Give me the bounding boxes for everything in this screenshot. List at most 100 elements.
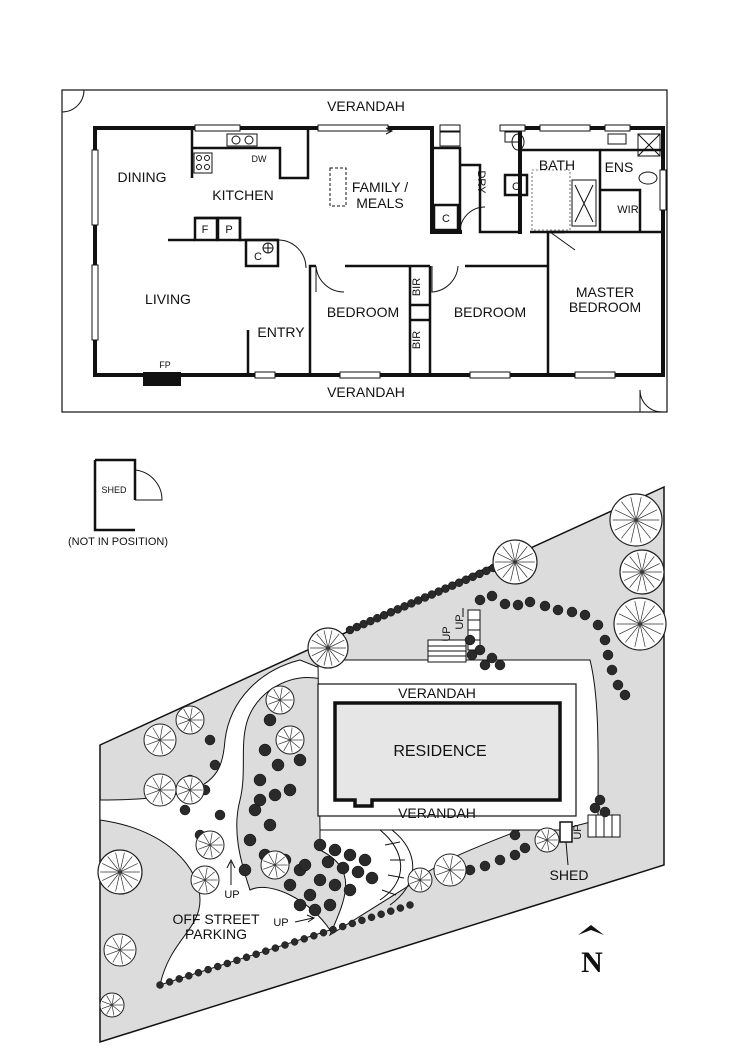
shrub-icon xyxy=(242,953,251,962)
trees xyxy=(97,493,667,1018)
window xyxy=(604,124,631,132)
tree-icon xyxy=(143,723,177,757)
shrub-icon xyxy=(406,901,414,909)
shrub-icon xyxy=(179,804,191,816)
window xyxy=(317,124,389,132)
shrub-icon xyxy=(258,743,272,757)
cupboard-box xyxy=(244,238,280,268)
shrub-icon xyxy=(252,950,260,958)
shrub-icon xyxy=(539,600,551,612)
site-up-label-1: UP xyxy=(441,626,453,641)
shed-inset: SHED (NOT IN POSITION) xyxy=(68,458,168,548)
window xyxy=(499,124,526,132)
ens-label: ENS xyxy=(605,159,634,175)
master-label-line1: MASTER xyxy=(576,284,634,300)
trough xyxy=(439,131,461,147)
shrub-icon xyxy=(185,972,193,980)
burner xyxy=(204,164,210,170)
tree-icon xyxy=(613,597,667,651)
tree-icon xyxy=(492,539,538,585)
burner xyxy=(196,164,202,170)
shrub-icon xyxy=(599,634,611,646)
site-up-label-4: UP xyxy=(273,917,288,929)
shrub-icon xyxy=(519,842,531,854)
shrub-icon xyxy=(343,883,357,897)
shrub-icon xyxy=(599,806,611,818)
basin-ens xyxy=(638,171,658,185)
window xyxy=(659,169,667,211)
laundry-door xyxy=(459,206,486,233)
bir-1-label: BIR xyxy=(411,278,423,296)
shrub-icon xyxy=(283,783,297,797)
pantry-box xyxy=(216,216,242,242)
shrub-icon xyxy=(348,919,357,928)
shrub-icon xyxy=(479,860,491,872)
shrub-icon xyxy=(494,854,506,866)
shrub-icon xyxy=(566,606,578,618)
window xyxy=(91,264,99,341)
shrub-icon xyxy=(479,659,491,671)
shrub-icon xyxy=(486,652,498,664)
living-label: LIVING xyxy=(145,291,191,307)
toilet-bath xyxy=(504,131,522,143)
shrub-icon xyxy=(486,590,498,602)
shrub-icon xyxy=(313,838,327,852)
tree-icon xyxy=(619,549,665,595)
shrub-icon xyxy=(474,644,486,656)
step-line xyxy=(384,841,401,846)
bir-divider xyxy=(410,303,430,322)
tree-icon xyxy=(190,865,220,895)
shrub-icon xyxy=(271,944,280,952)
master-label-line2: BEDROOM xyxy=(569,299,641,315)
bir-2-label: BIR xyxy=(411,331,423,349)
tree-icon xyxy=(407,867,433,893)
fp-label: FP xyxy=(159,360,171,370)
laundry-walls xyxy=(432,146,520,234)
shrub-icon xyxy=(396,904,405,912)
north-arrow-head xyxy=(578,925,604,935)
sliding-door-arrow xyxy=(330,127,394,135)
shrub-icon xyxy=(464,634,476,646)
c-hws-label: C xyxy=(254,251,262,263)
burner xyxy=(196,155,202,161)
entry-bedroom-wall xyxy=(308,264,316,375)
shrub-icon xyxy=(606,664,618,676)
shrub-icon xyxy=(298,858,312,872)
site-verandah-top-label: VERANDAH xyxy=(398,685,476,701)
shrub-icon xyxy=(499,598,511,610)
shower-cross xyxy=(637,133,661,157)
site-shed-label: SHED xyxy=(550,867,589,883)
shrub-icon xyxy=(329,925,337,934)
shower xyxy=(637,133,661,157)
shrub-icon xyxy=(233,956,241,965)
tree-icon xyxy=(143,773,177,807)
shrub-icon xyxy=(594,794,606,806)
shrub-icon xyxy=(319,928,328,937)
residence-footprint xyxy=(333,701,562,808)
shrub-icon xyxy=(328,878,342,892)
shrub-icon xyxy=(175,975,183,983)
north-label: N xyxy=(581,946,603,979)
site-verandah-bottom-label: VERANDAH xyxy=(398,805,476,821)
family-label-line2: MEALS xyxy=(356,195,403,211)
shrub-icon xyxy=(194,968,203,977)
tree-icon xyxy=(275,725,305,755)
shrub-icon xyxy=(387,907,395,915)
shrub-icon xyxy=(336,861,350,875)
exterior-wall-notch xyxy=(430,126,522,234)
dining-label: DINING xyxy=(118,169,167,185)
bedroom-door-2 xyxy=(431,265,459,293)
entry-door xyxy=(277,239,307,269)
window xyxy=(539,124,591,132)
window xyxy=(91,149,99,226)
shrub-icon xyxy=(253,773,267,787)
shrub-icon xyxy=(474,594,486,606)
window xyxy=(254,371,276,379)
tree-icon xyxy=(195,830,225,860)
tree-icon xyxy=(260,850,290,880)
shrub-icon xyxy=(243,833,257,847)
shrub-icon xyxy=(204,965,212,974)
steps-right xyxy=(587,814,621,838)
sink-bowl xyxy=(244,135,254,145)
